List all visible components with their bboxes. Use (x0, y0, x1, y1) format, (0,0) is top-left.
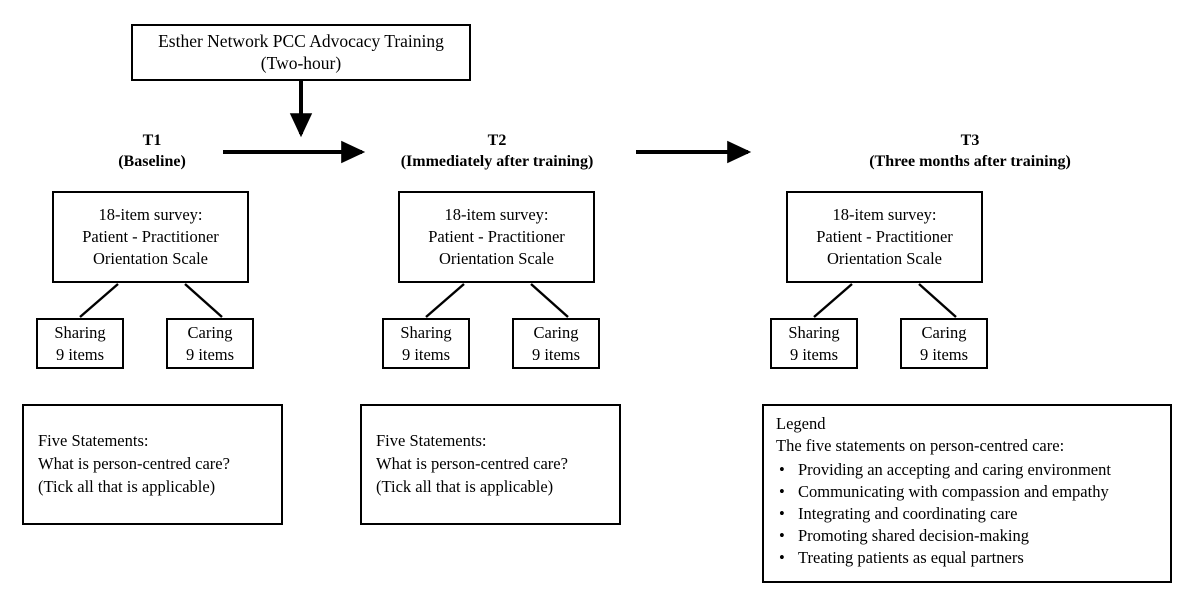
timepoint-code-t1: T1 (142, 132, 162, 149)
timepoint-label-t1: T1 (Baseline) (62, 131, 242, 173)
survey-box-t3: 18-item survey: Patient - Practitioner O… (786, 191, 983, 283)
subscale-box-sharing-t3: Sharing 9 items (770, 318, 858, 369)
training-title-line1: Esther Network PCC Advocacy Training (158, 30, 444, 51)
legend-bullet-text: Communicating with compassion and empath… (798, 481, 1109, 501)
subscale-name: Caring (921, 323, 967, 343)
subscale-items: 9 items (919, 344, 969, 364)
training-title-line2: (Two-hour) (260, 52, 342, 73)
timepoint-description-t3: (Three months after training) (869, 152, 1071, 170)
statements-line3: (Tick all that is applicable) (38, 476, 216, 496)
statements-line1: Five Statements: (376, 431, 487, 451)
subscale-box-sharing-t1: Sharing 9 items (36, 318, 124, 369)
survey-line1: 18-item survey: (98, 205, 203, 225)
legend-bullet-text: Promoting shared decision-making (798, 525, 1029, 545)
legend-subtitle: The five statements on person-centred ca… (776, 436, 1065, 456)
bullet-icon: • (779, 547, 785, 567)
survey-box-t2: 18-item survey: Patient - Practitioner O… (398, 191, 595, 283)
legend-bullet-text: Integrating and coordinating care (798, 503, 1018, 523)
bullet-icon: • (779, 459, 785, 479)
timepoint-description-t1: (Baseline) (118, 152, 186, 170)
subscale-name: Caring (533, 323, 579, 343)
survey-line3: Orientation Scale (438, 248, 554, 268)
subscale-box-caring-t1: Caring 9 items (166, 318, 254, 369)
legend-bullet-text: Treating patients as equal partners (798, 547, 1024, 567)
legend-title: Legend (776, 414, 826, 433)
legend-bullet-item: • Communicating with compassion and empa… (776, 481, 1111, 503)
survey-line3: Orientation Scale (826, 248, 942, 268)
statements-box-t2: Five Statements: What is person-centred … (360, 404, 621, 525)
legend-bullet-text: Providing an accepting and caring enviro… (798, 459, 1111, 479)
legend-bullet-item: • Promoting shared decision-making (776, 525, 1111, 547)
subscale-items: 9 items (789, 344, 839, 364)
subscale-items: 9 items (55, 344, 105, 364)
survey-line2: Patient - Practitioner (816, 227, 953, 247)
survey-line1: 18-item survey: (832, 205, 937, 225)
bullet-icon: • (779, 481, 785, 501)
legend-box: Legend The five statements on person-cen… (762, 404, 1172, 583)
statements-line2: What is person-centred care? (38, 454, 230, 474)
subscale-name: Sharing (54, 323, 106, 343)
legend-bullet-item: • Treating patients as equal partners (776, 547, 1111, 569)
survey-line3: Orientation Scale (92, 248, 208, 268)
statements-line3: (Tick all that is applicable) (376, 476, 554, 496)
statements-line1: Five Statements: (38, 431, 149, 451)
bullet-icon: • (779, 503, 785, 523)
survey-line2: Patient - Practitioner (82, 227, 219, 247)
subscale-box-caring-t2: Caring 9 items (512, 318, 600, 369)
subscale-box-sharing-t2: Sharing 9 items (382, 318, 470, 369)
subscale-name: Caring (187, 323, 233, 343)
subscale-name: Sharing (788, 323, 840, 343)
survey-line2: Patient - Practitioner (428, 227, 565, 247)
legend-bullet-list: • Providing an accepting and caring envi… (776, 459, 1111, 569)
legend-bullet-item: • Providing an accepting and caring envi… (776, 459, 1111, 481)
training-box: Esther Network PCC Advocacy Training (Tw… (131, 24, 471, 81)
survey-box-t1: 18-item survey: Patient - Practitioner O… (52, 191, 249, 283)
statements-box-t1: Five Statements: What is person-centred … (22, 404, 283, 525)
subscale-box-caring-t3: Caring 9 items (900, 318, 988, 369)
subscale-items: 9 items (185, 344, 235, 364)
legend-bullet-item: • Integrating and coordinating care (776, 503, 1111, 525)
timepoint-label-t3: T3 (Three months after training) (760, 131, 1180, 173)
statements-line2: What is person-centred care? (376, 454, 568, 474)
subscale-name: Sharing (400, 323, 452, 343)
timepoint-code-t2: T2 (487, 132, 507, 149)
timepoint-code-t3: T3 (960, 132, 980, 149)
subscale-items: 9 items (531, 344, 581, 364)
subscale-items: 9 items (401, 344, 451, 364)
bullet-icon: • (779, 525, 785, 545)
timepoint-description-t2: (Immediately after training) (400, 152, 594, 170)
timepoint-label-t2: T2 (Immediately after training) (372, 131, 622, 173)
survey-line1: 18-item survey: (444, 205, 549, 225)
